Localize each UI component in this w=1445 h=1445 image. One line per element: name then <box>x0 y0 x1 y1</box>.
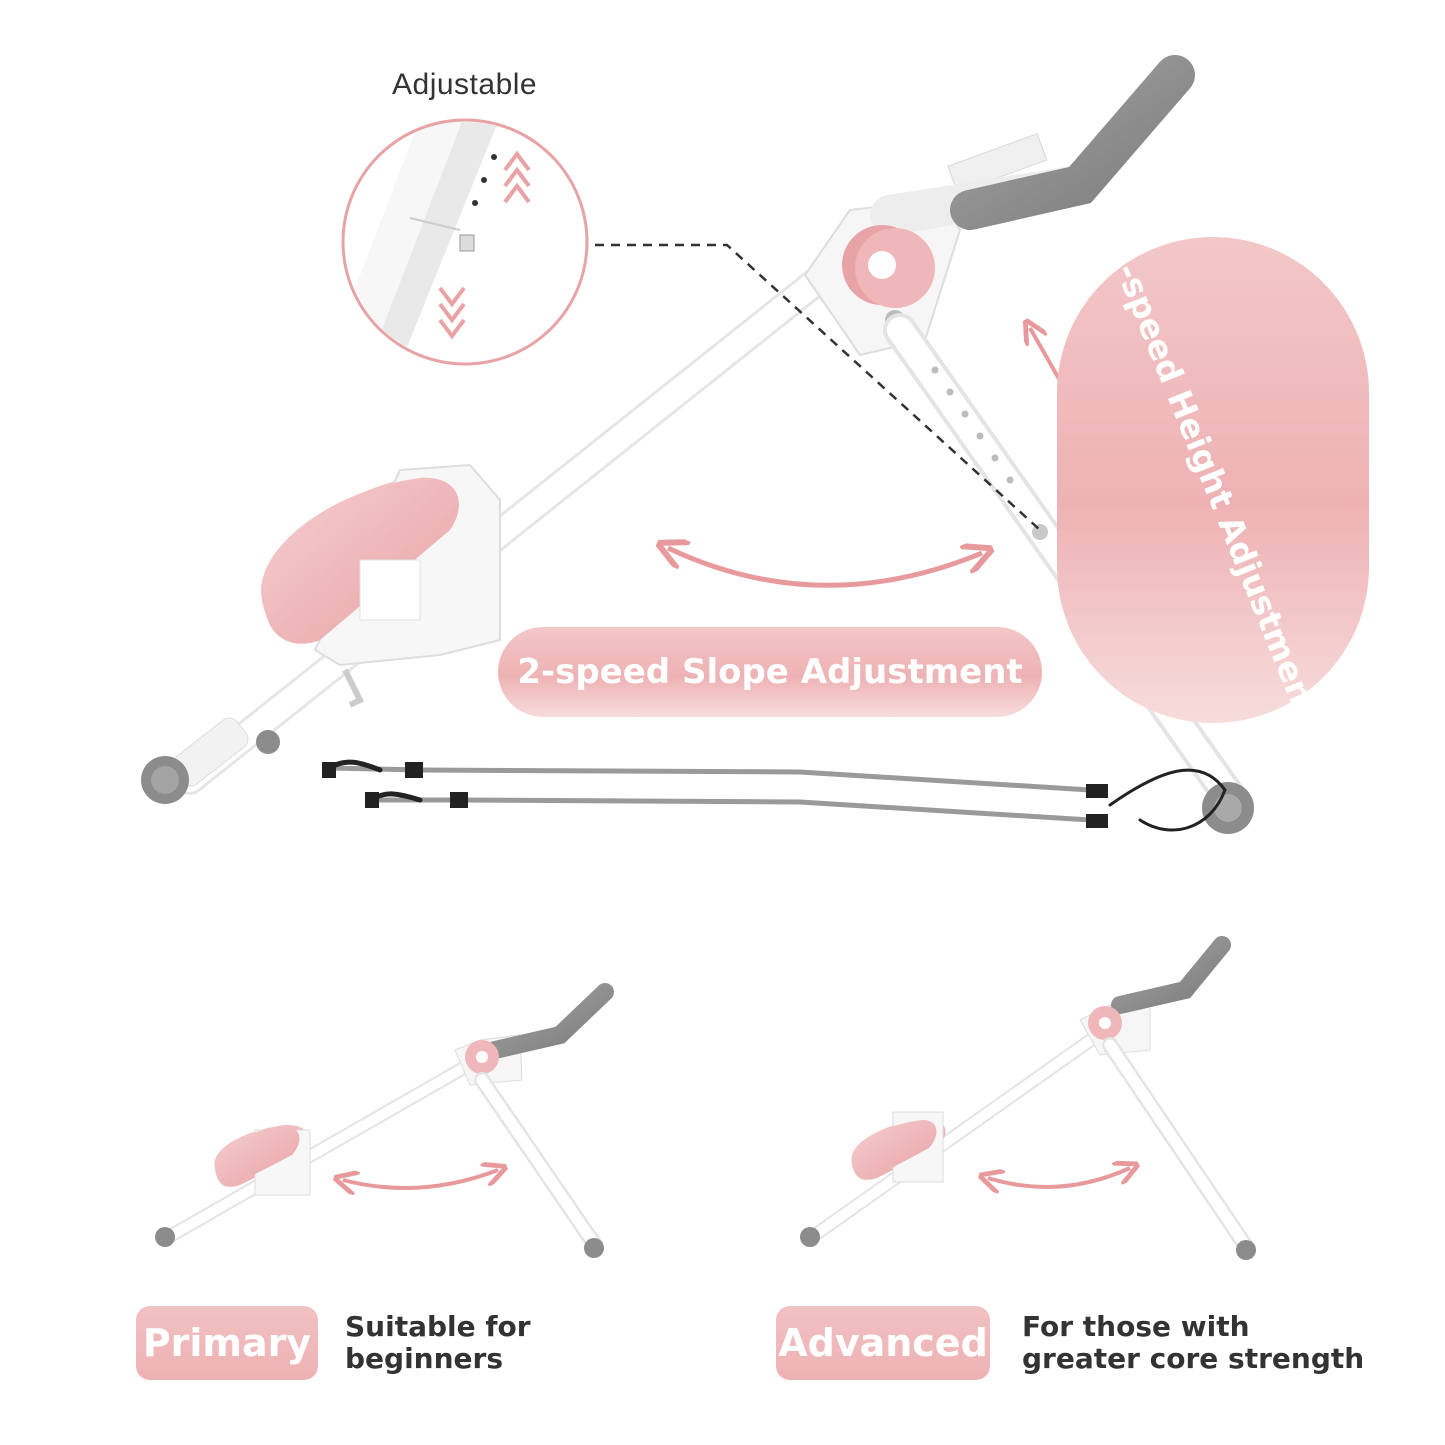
machine-primary-thumbnail <box>155 983 614 1258</box>
height-adjustment-pill: 5-speed Height Adjustment <box>1057 235 1369 725</box>
primary-description-line2: beginners <box>345 1342 504 1375</box>
advanced-badge: Advanced <box>776 1306 990 1380</box>
primary-description: Suitable for beginners <box>345 1311 531 1375</box>
slope-arrow <box>668 548 982 588</box>
primary-badge: Primary <box>136 1306 318 1380</box>
slope-adjustment-pill: 2-speed Slope Adjustment <box>498 627 1042 717</box>
advanced-description-line2: greater core strength <box>1022 1342 1365 1375</box>
zoom-detail-circle <box>341 118 589 366</box>
adjustable-label: Adjustable <box>392 68 538 101</box>
primary-description-line1: Suitable for <box>345 1310 531 1343</box>
slope-adjustment-label: 2-speed Slope Adjustment <box>517 652 1023 692</box>
machine-advanced-thumbnail <box>800 936 1256 1260</box>
advanced-description-line1: For those with <box>1022 1310 1250 1343</box>
height-adjustment-label: 5-speed Height Adjustment <box>1099 235 1327 725</box>
advanced-description: For those with greater core strength <box>1022 1311 1364 1375</box>
callout-leader-line <box>595 243 1041 531</box>
resistance-bands <box>327 759 1227 832</box>
